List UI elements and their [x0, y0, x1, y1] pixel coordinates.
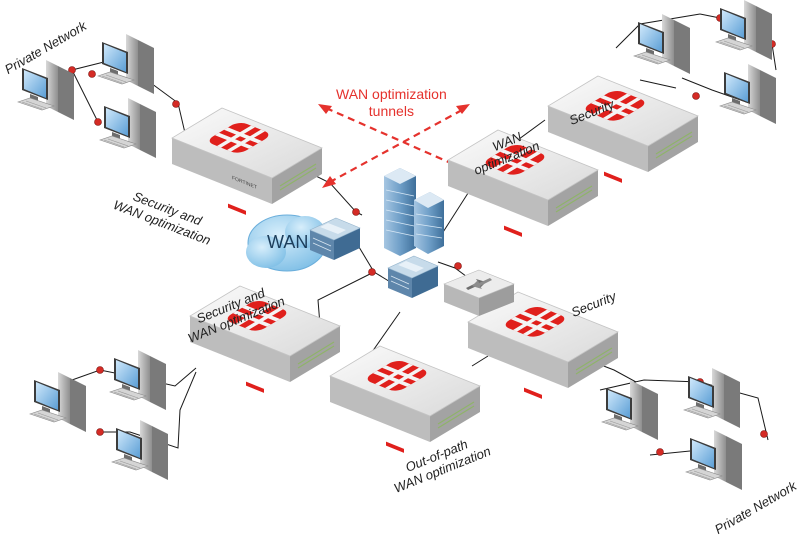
computer-icon	[99, 97, 157, 159]
headquarters-building	[384, 168, 444, 256]
tunnels-label: WAN optimization tunnels	[336, 86, 447, 120]
wan-cloud-label: WAN	[267, 232, 309, 252]
lan-router-icon	[387, 255, 439, 299]
fortigate-out-of-path-icon	[329, 345, 481, 454]
computer-icon	[715, 0, 773, 61]
computer-icon	[111, 419, 169, 481]
tunnel-arrows	[325, 106, 463, 183]
computer-icon	[109, 349, 167, 411]
computer-icon	[601, 379, 659, 441]
fortigate-security-wan-tl-icon	[171, 107, 323, 216]
computer-icon	[633, 13, 691, 75]
computer-icon	[719, 63, 777, 125]
label-line: tunnels	[368, 103, 414, 119]
computer-icon	[685, 429, 743, 491]
label-line: WAN optimization	[336, 86, 447, 102]
computer-icon	[17, 59, 75, 121]
computer-icon	[683, 367, 741, 429]
computer-icon	[97, 33, 155, 95]
computer-icon	[29, 371, 87, 433]
